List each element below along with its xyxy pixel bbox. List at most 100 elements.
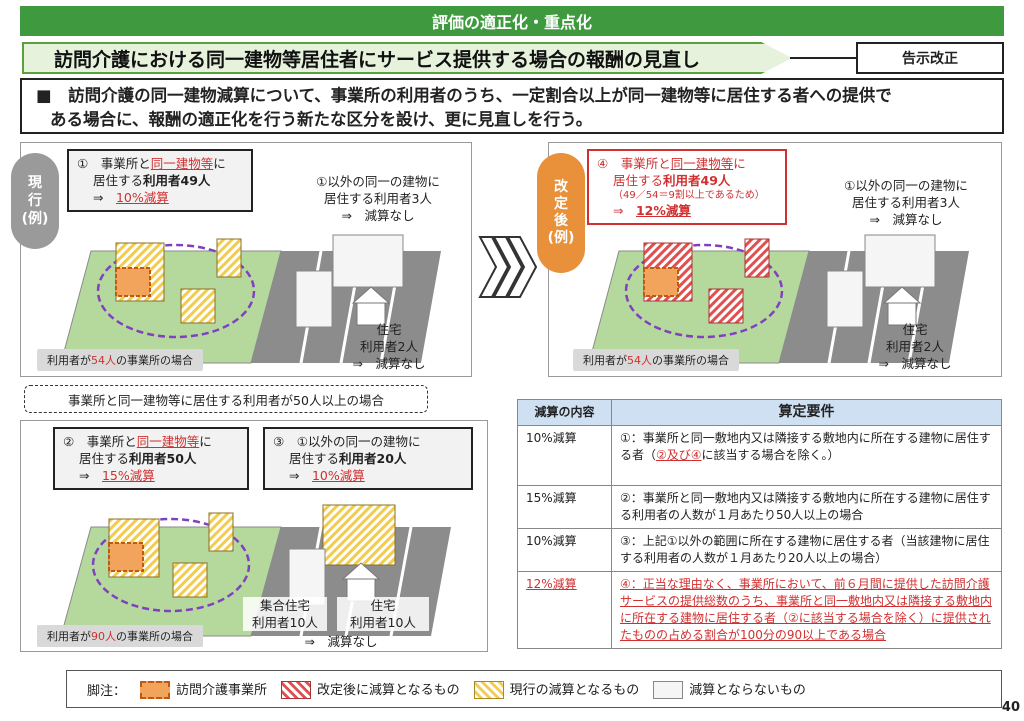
- row-req: ③：上記①以外の範囲に所在する建物に居住する者（当該建物に居住する利用者の人数が…: [611, 528, 1002, 572]
- current-panel: 現 行 (例) ① 事業所と同一建物等に 居住する利用者49人 ⇒ 10%減算 …: [11, 142, 472, 377]
- legend-text: 減算とならないもの: [689, 682, 806, 698]
- callout-arrow: ⇒: [289, 468, 312, 483]
- revised-tag: 改 定 後 (例): [537, 153, 585, 273]
- legend-item: 減算とならないもの: [653, 679, 806, 700]
- note-line: 住宅: [902, 322, 928, 337]
- office-unit: [108, 542, 144, 572]
- tag-char: (例): [21, 211, 49, 227]
- house-body: [887, 302, 917, 326]
- note-line: 利用者2人: [886, 339, 944, 354]
- summary-box: ■ 訪問介護の同一建物減算について、事業所の利用者のうち、一定割合以上が同一建物…: [20, 78, 1004, 134]
- summary-line-1: ■ 訪問介護の同一建物減算について、事業所の利用者のうち、一定割合以上が同一建物…: [36, 86, 892, 105]
- callout-text: に: [733, 156, 746, 171]
- other-building-note: ①以外の同一の建物に 居住する利用者3人 ⇒ 減算なし: [303, 173, 453, 224]
- callout-arrow: ⇒: [79, 468, 102, 483]
- callout-arrow: ⇒: [613, 203, 636, 218]
- callout-reduction: 15%減算: [101, 468, 155, 483]
- note-line: ⇒ 減算なし: [869, 212, 943, 227]
- callout-text: 居住する: [79, 451, 130, 466]
- col-header-req: 算定要件: [611, 399, 1002, 426]
- label-count: 54人: [627, 354, 652, 367]
- white-building: [826, 270, 864, 328]
- note-line: ⇒ 減算なし: [878, 356, 952, 371]
- legend-text: 現行の減算となるもの: [509, 682, 640, 698]
- label-count: 90人: [91, 630, 116, 643]
- tag-char: 行: [28, 193, 42, 209]
- none-swatch-icon: [653, 681, 684, 700]
- same-building-ellipse: [96, 243, 256, 339]
- no-reduction-note: ⇒ 減算なし: [304, 634, 378, 649]
- col-header-type: 減算の内容: [517, 399, 612, 426]
- legend-item: 現行の減算となるもの: [473, 679, 640, 700]
- table-row: 12%減算 ④：正当な理由なく、事業所において、前６月間に提供した訪問介護サービ…: [517, 571, 1002, 649]
- note-line: ①以外の同一の建物に: [316, 174, 440, 189]
- tag-char: (例): [547, 230, 575, 246]
- note-line: 住宅: [376, 322, 402, 337]
- req-text: ①：事業所と同一敷地内又は隣接する敷地内に所在する建物に居住する者（: [620, 431, 991, 462]
- callout-count: 利用者50人: [129, 451, 197, 466]
- table-header-row: 減算の内容 算定要件: [517, 399, 1002, 426]
- label-text: の事業所の場合: [116, 630, 193, 643]
- row-req: ④：正当な理由なく、事業所において、前６月間に提供した訪問介護サービスの提供総数…: [611, 571, 1002, 649]
- small-building: [744, 238, 770, 278]
- legend-item: 訪問介護事業所: [140, 679, 267, 700]
- callout-number: ①: [77, 156, 89, 171]
- row-type: 10%減算: [517, 528, 612, 572]
- over50-heading: 事業所と同一建物等に居住する利用者が50人以上の場合: [24, 385, 428, 413]
- callout-number: ②: [63, 434, 75, 449]
- callout-emphasis: 同一建物等: [670, 156, 734, 171]
- transition-arrows: [478, 236, 538, 298]
- same-building-ellipse: [91, 517, 251, 613]
- office-size-label: 利用者が90人の事業所の場合: [37, 625, 203, 647]
- revised-swatch-icon: [281, 681, 312, 700]
- page-number: 40: [1001, 700, 1020, 715]
- other-building-note: ①以外の同一の建物に 居住する利用者3人 ⇒ 減算なし: [831, 177, 981, 228]
- callout-3: ③ ①以外の同一の建物に 居住する利用者20人 ⇒ 10%減算: [263, 427, 473, 490]
- note-line: 居住する利用者3人: [324, 191, 432, 206]
- callout-text: に: [199, 434, 212, 449]
- note-line: ⇒ 減算なし: [352, 356, 426, 371]
- note-line: ⇒ 減算なし: [341, 208, 415, 223]
- page-title: 訪問介護における同一建物等居住者にサービス提供する場合の報酬の見直し: [22, 42, 792, 74]
- legend-label: 脚注：: [87, 683, 127, 699]
- tag-char: 定: [554, 196, 568, 212]
- callout-ratio: （49／54＝9割以上であるため）: [613, 190, 765, 201]
- callout-number: ③: [273, 434, 285, 449]
- callout-text: 事業所と: [620, 156, 671, 171]
- row-type: 15%減算: [517, 485, 612, 529]
- title-connector: [790, 57, 856, 59]
- label-text: 利用者が: [583, 354, 627, 367]
- same-building-ellipse: [624, 243, 784, 339]
- callout-reduction: 10%減算: [115, 190, 169, 205]
- small-building: [208, 512, 234, 552]
- note-line: 利用者10人: [350, 615, 416, 630]
- yellow-building: [322, 504, 396, 566]
- callout-text: 事業所と: [100, 156, 151, 171]
- legend-item: 改定後に減算となるもの: [281, 679, 460, 700]
- label-text: 利用者が: [47, 630, 91, 643]
- summary-line-2: ある場合に、報酬の適正化を行う新たな区分を設け、更に見直しを行う。: [50, 110, 593, 129]
- row-type: 10%減算: [517, 425, 612, 486]
- small-building: [708, 288, 744, 324]
- house-note: 住宅 利用者2人 ⇒ 減算なし: [865, 321, 965, 372]
- white-building: [864, 234, 936, 288]
- tag-char: 後: [554, 213, 568, 229]
- current-tag: 現 行 (例): [11, 153, 59, 249]
- note-line: 利用者2人: [360, 339, 418, 354]
- legend: 脚注： 訪問介護事業所 改定後に減算となるもの 現行の減算となるもの 減算となら…: [66, 670, 1002, 708]
- callout-text: 居住する: [289, 451, 340, 466]
- office-swatch-icon: [140, 681, 171, 700]
- label-text: の事業所の場合: [116, 354, 193, 367]
- house-note: 住宅 利用者2人 ⇒ 減算なし: [339, 321, 439, 372]
- req-text: に該当する場合を除く。）: [701, 448, 840, 462]
- table-row: 15%減算 ②：事業所と同一敷地内又は隣接する敷地内に所在する建物に居住する利用…: [517, 485, 1002, 529]
- office-unit: [115, 267, 151, 297]
- callout-text: 居住する: [613, 173, 664, 188]
- house-body: [356, 302, 386, 326]
- over50-panel: ② 事業所と同一建物等に 居住する利用者50人 ⇒ 15%減算 ③ ①以外の同一…: [20, 420, 488, 652]
- house-note: 住宅 利用者10人: [337, 597, 429, 631]
- table-row: 10%減算 ①：事業所と同一敷地内又は隣接する敷地内に所在する建物に居住する者（…: [517, 425, 1002, 486]
- label-text: の事業所の場合: [652, 354, 729, 367]
- small-building: [172, 562, 208, 598]
- label-text: 利用者が: [47, 354, 91, 367]
